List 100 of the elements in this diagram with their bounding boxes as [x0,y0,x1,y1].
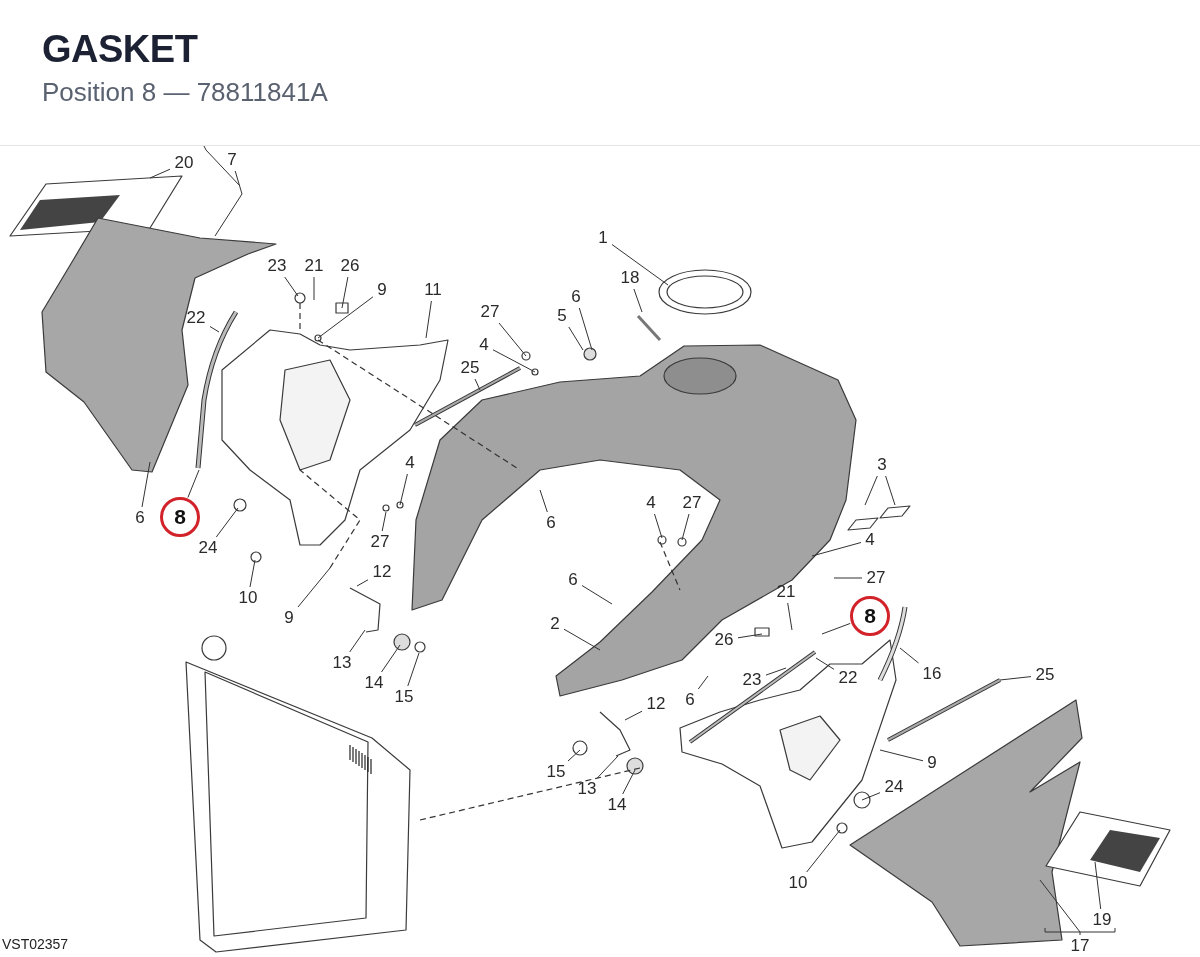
leader-line [215,507,239,538]
leader-line [815,657,835,670]
callout-number: 26 [712,630,736,650]
callout-number: 22 [184,308,208,328]
callout-number: 20 [172,153,196,173]
leader-line [313,276,315,301]
callout-number: 4 [863,530,877,550]
callout-number: 15 [544,762,568,782]
callout-number: 27 [478,302,502,322]
leader-line [492,349,536,373]
leader-line [581,585,613,605]
leader-line [568,326,584,351]
leader-line [611,244,669,286]
leader-line [349,629,366,653]
leader-line [596,755,619,779]
leader-line [284,276,299,297]
callout-number: 26 [338,256,362,276]
callout-number: 11 [421,280,445,300]
callout-number: 13 [330,653,354,673]
callout-number: 10 [786,873,810,893]
leader-line [149,168,171,179]
callout-number: 8 [160,497,200,537]
callout-number: 23 [740,670,764,690]
callout-number: 27 [368,532,392,552]
title: GASKET [42,28,198,71]
leader-line [381,644,401,673]
leader-line [681,513,690,541]
leader-line [999,676,1032,681]
leader-line [407,652,420,687]
leader-line [624,710,643,721]
leader-line [864,475,878,506]
callout-number: 5 [555,306,569,326]
leader-line [578,307,593,351]
leader-line [399,473,408,506]
callout-number: 25 [1033,665,1057,685]
callout-number: 12 [644,694,668,714]
callout-number: 9 [375,280,389,300]
leader-line [633,288,643,313]
leader-line [187,469,200,498]
drawing-code: VST02357 [2,936,69,952]
leader-line [787,602,793,631]
leader-line [567,749,581,762]
leader-line [654,513,663,539]
leader-line [381,511,387,532]
callout-number: 4 [477,335,491,355]
leader-line [737,633,763,639]
leader-line [879,749,924,762]
leader-line [317,296,374,339]
callout-number: 3 [875,455,889,475]
callout-number: 6 [569,287,583,307]
leader-line [833,577,863,579]
callout-number: 12 [370,562,394,582]
callout-number: 4 [403,453,417,473]
leader-line [1039,879,1081,936]
callout-number: 27 [680,493,704,513]
callout-number: 4 [644,493,658,513]
subtitle: Position 8 — 78811841A [42,77,328,108]
callout-number: 23 [265,256,289,276]
callout-number: 22 [836,668,860,688]
leader-line [899,647,919,664]
callout-number: 21 [774,582,798,602]
callout-number: 24 [882,777,906,797]
leader-line [249,559,256,588]
leader-line [209,326,220,333]
callout-number: 16 [920,664,944,684]
callout-number: 2 [548,614,562,634]
leader-line [356,579,369,587]
leader-line [1094,861,1102,910]
leader-line [297,567,331,608]
callout-number: 6 [544,513,558,533]
leader-line [563,628,601,651]
leader-line [498,322,527,357]
callout-number: 15 [392,687,416,707]
callout-number: 1 [596,228,610,248]
callout-number: 9 [282,608,296,628]
callout-number: 8 [850,596,890,636]
callout-number: 27 [864,568,888,588]
callout-number: 6 [133,508,147,528]
leader-line [341,276,349,309]
leader-line [474,378,481,391]
callout-number: 14 [605,795,629,815]
callout-number: 7 [225,150,239,170]
leader-line [861,792,881,801]
leader-line [141,461,151,508]
callout-number: 17 [1068,936,1092,956]
callout-number: 25 [458,358,482,378]
callout-number: 6 [683,690,697,710]
callout-number: 18 [618,268,642,288]
leader-line [214,170,243,237]
leader-line [821,622,851,635]
callout-number: 9 [925,753,939,773]
leader-line [765,667,787,676]
callout-number: 10 [236,588,260,608]
callout-number: 14 [362,673,386,693]
leader-line [425,300,432,339]
callout-number: 13 [575,779,599,799]
leader-line [811,542,862,557]
leader-line [697,675,709,690]
callout-number: 19 [1090,910,1114,930]
leader-line [622,769,636,795]
